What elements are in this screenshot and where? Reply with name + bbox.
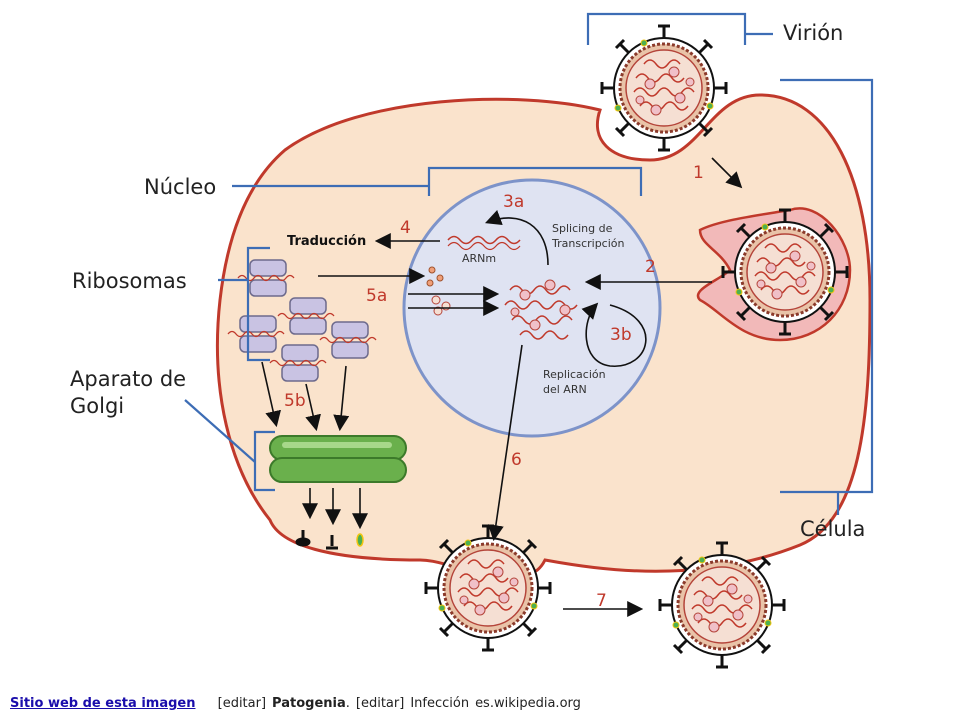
label-replicacion-2: del ARN — [543, 383, 587, 396]
label-arnm: ARNm — [462, 252, 496, 265]
step-2: 2 — [645, 257, 656, 277]
step-1: 1 — [693, 163, 704, 183]
footer: Sitio web de esta imagen [editar] Patogen… — [10, 696, 581, 711]
patogenia-text: Patogenia — [272, 696, 346, 711]
golgi-apparatus — [269, 435, 407, 483]
footer-site: es.wikipedia.org — [475, 696, 581, 711]
label-virion: Virión — [783, 21, 843, 45]
label-replicacion-1: Replicación — [543, 368, 606, 381]
nucleus — [402, 178, 662, 438]
step-5a: 5a — [366, 286, 387, 306]
footer-dot: . — [345, 696, 350, 711]
membrane-proteins — [295, 530, 364, 550]
label-brackets — [184, 12, 874, 515]
edit-link-1[interactable]: [editar] — [217, 696, 267, 711]
label-nucleo: Núcleo — [144, 175, 216, 199]
step-3a: 3a — [503, 192, 524, 212]
step-4: 4 — [400, 218, 411, 238]
label-traduccion: Traducción — [287, 234, 366, 249]
virion-top — [600, 24, 728, 152]
step-7: 7 — [596, 591, 607, 611]
step-5b: 5b — [284, 391, 306, 411]
process-arrows — [261, 157, 743, 617]
edit-link-2[interactable]: [editar] — [355, 696, 405, 711]
label-ribosomas: Ribosomas — [72, 269, 187, 293]
label-aparato-1: Aparato de — [70, 367, 186, 391]
virion-released — [658, 541, 786, 669]
label-aparato-2: Golgi — [70, 394, 124, 418]
protein-dots — [426, 266, 451, 316]
label-celula: Célula — [800, 517, 865, 541]
virion-endosome — [721, 208, 849, 336]
label-splicing-2: Transcripción — [551, 237, 625, 250]
virion-budding — [424, 524, 552, 652]
step-3b: 3b — [610, 325, 632, 345]
source-link[interactable]: Sitio web de esta imagen — [10, 696, 196, 711]
step-6: 6 — [511, 450, 522, 470]
arnm-strand — [447, 235, 521, 245]
rna-cluster — [504, 279, 578, 340]
label-splicing-1: Splicing de — [552, 222, 613, 235]
infeccion-text: Infección — [410, 696, 470, 711]
